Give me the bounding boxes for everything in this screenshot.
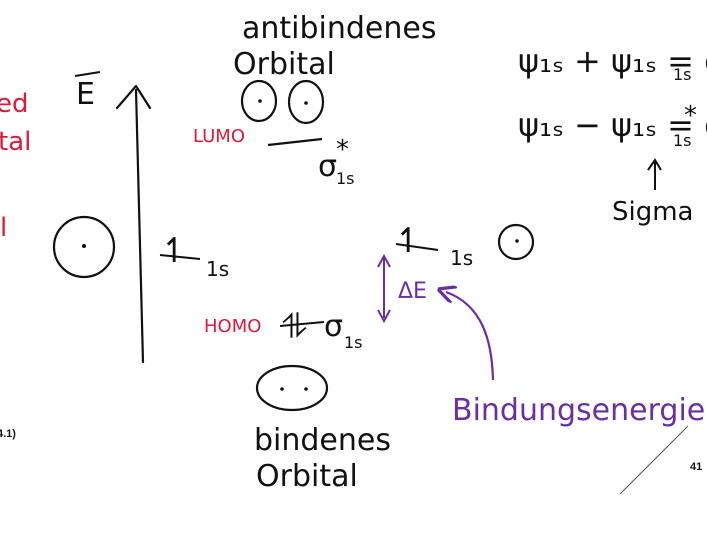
lumo-level-line [267, 137, 323, 147]
right-level-subscript: 1s [450, 246, 473, 270]
bonding-orbital-dot-right [304, 387, 308, 391]
antibonding-lobe-right-dot [304, 101, 308, 105]
bonding-label-line1: bindenes [254, 423, 391, 458]
red-fragment-1: ed [0, 89, 29, 119]
delta-e-arrowhead-top [377, 253, 391, 268]
left-reference-number: 4.1) [0, 428, 16, 440]
antibonding-lobe-right [287, 79, 325, 125]
delta-e-label: ΔE [398, 279, 427, 304]
equation-antibonding-superscript: * [684, 101, 697, 131]
sigma-star-superscript: * [336, 135, 349, 165]
lumo-label: LUMO [193, 126, 245, 147]
bonding-orbital-dot-left [280, 387, 284, 391]
right-level-electron: ↿ [394, 221, 423, 261]
homo-level-line [279, 321, 325, 327]
homo-electron-pair: ⥮ [282, 307, 307, 347]
bonding-orbital [255, 364, 329, 412]
left-atomic-orbital [52, 215, 116, 279]
left-level-electron: ↿ [160, 231, 189, 271]
antibonding-label-line2: Orbital [233, 47, 335, 82]
right-nucleus-dot [515, 239, 519, 243]
page-number: 41 [690, 461, 702, 473]
energy-axis-line [134, 88, 145, 364]
bonding-label-line2: Orbital [256, 459, 358, 494]
equation-bonding: ψ₁ₛ + ψ₁ₛ = σ [518, 42, 707, 80]
equation-antibonding: ψ₁ₛ − ψ₁ₛ = σ [518, 106, 707, 144]
energy-axis-arrowhead [115, 84, 152, 110]
bindungsenergie-label: Bindungsenergie [452, 393, 705, 428]
antibonding-lobe-left [240, 79, 278, 123]
sigma-annotation-arrowhead [647, 158, 662, 171]
antibonding-label-line1: antibindenes [242, 11, 437, 46]
energy-axis-label: E [76, 77, 95, 112]
bindungsenergie-pointer [446, 292, 495, 381]
right-atomic-orbital [497, 223, 535, 261]
sigma-subscript: 1s [344, 333, 363, 352]
delta-e-arrowhead-bottom [377, 309, 391, 324]
equation-antibonding-subscript: 1s [673, 131, 692, 150]
corner-diagonal-rule [619, 425, 689, 495]
equation-bonding-subscript: 1s [673, 65, 692, 84]
sigma-star-symbol: σ [318, 149, 337, 184]
antibonding-lobe-left-dot [258, 99, 262, 103]
energy-axis-label-bar [74, 71, 101, 77]
sigma-symbol: σ [324, 309, 343, 344]
sigma-star-subscript: 1s [336, 169, 355, 188]
red-fragment-3: l [0, 213, 7, 243]
left-level-subscript: 1s [206, 257, 229, 281]
red-fragment-2: tal [0, 127, 31, 157]
left-level-line [159, 254, 201, 260]
left-nucleus-dot [82, 244, 86, 248]
right-level-line [395, 243, 439, 251]
sigma-annotation-label: Sigma [612, 197, 694, 227]
homo-label: HOMO [204, 316, 261, 337]
